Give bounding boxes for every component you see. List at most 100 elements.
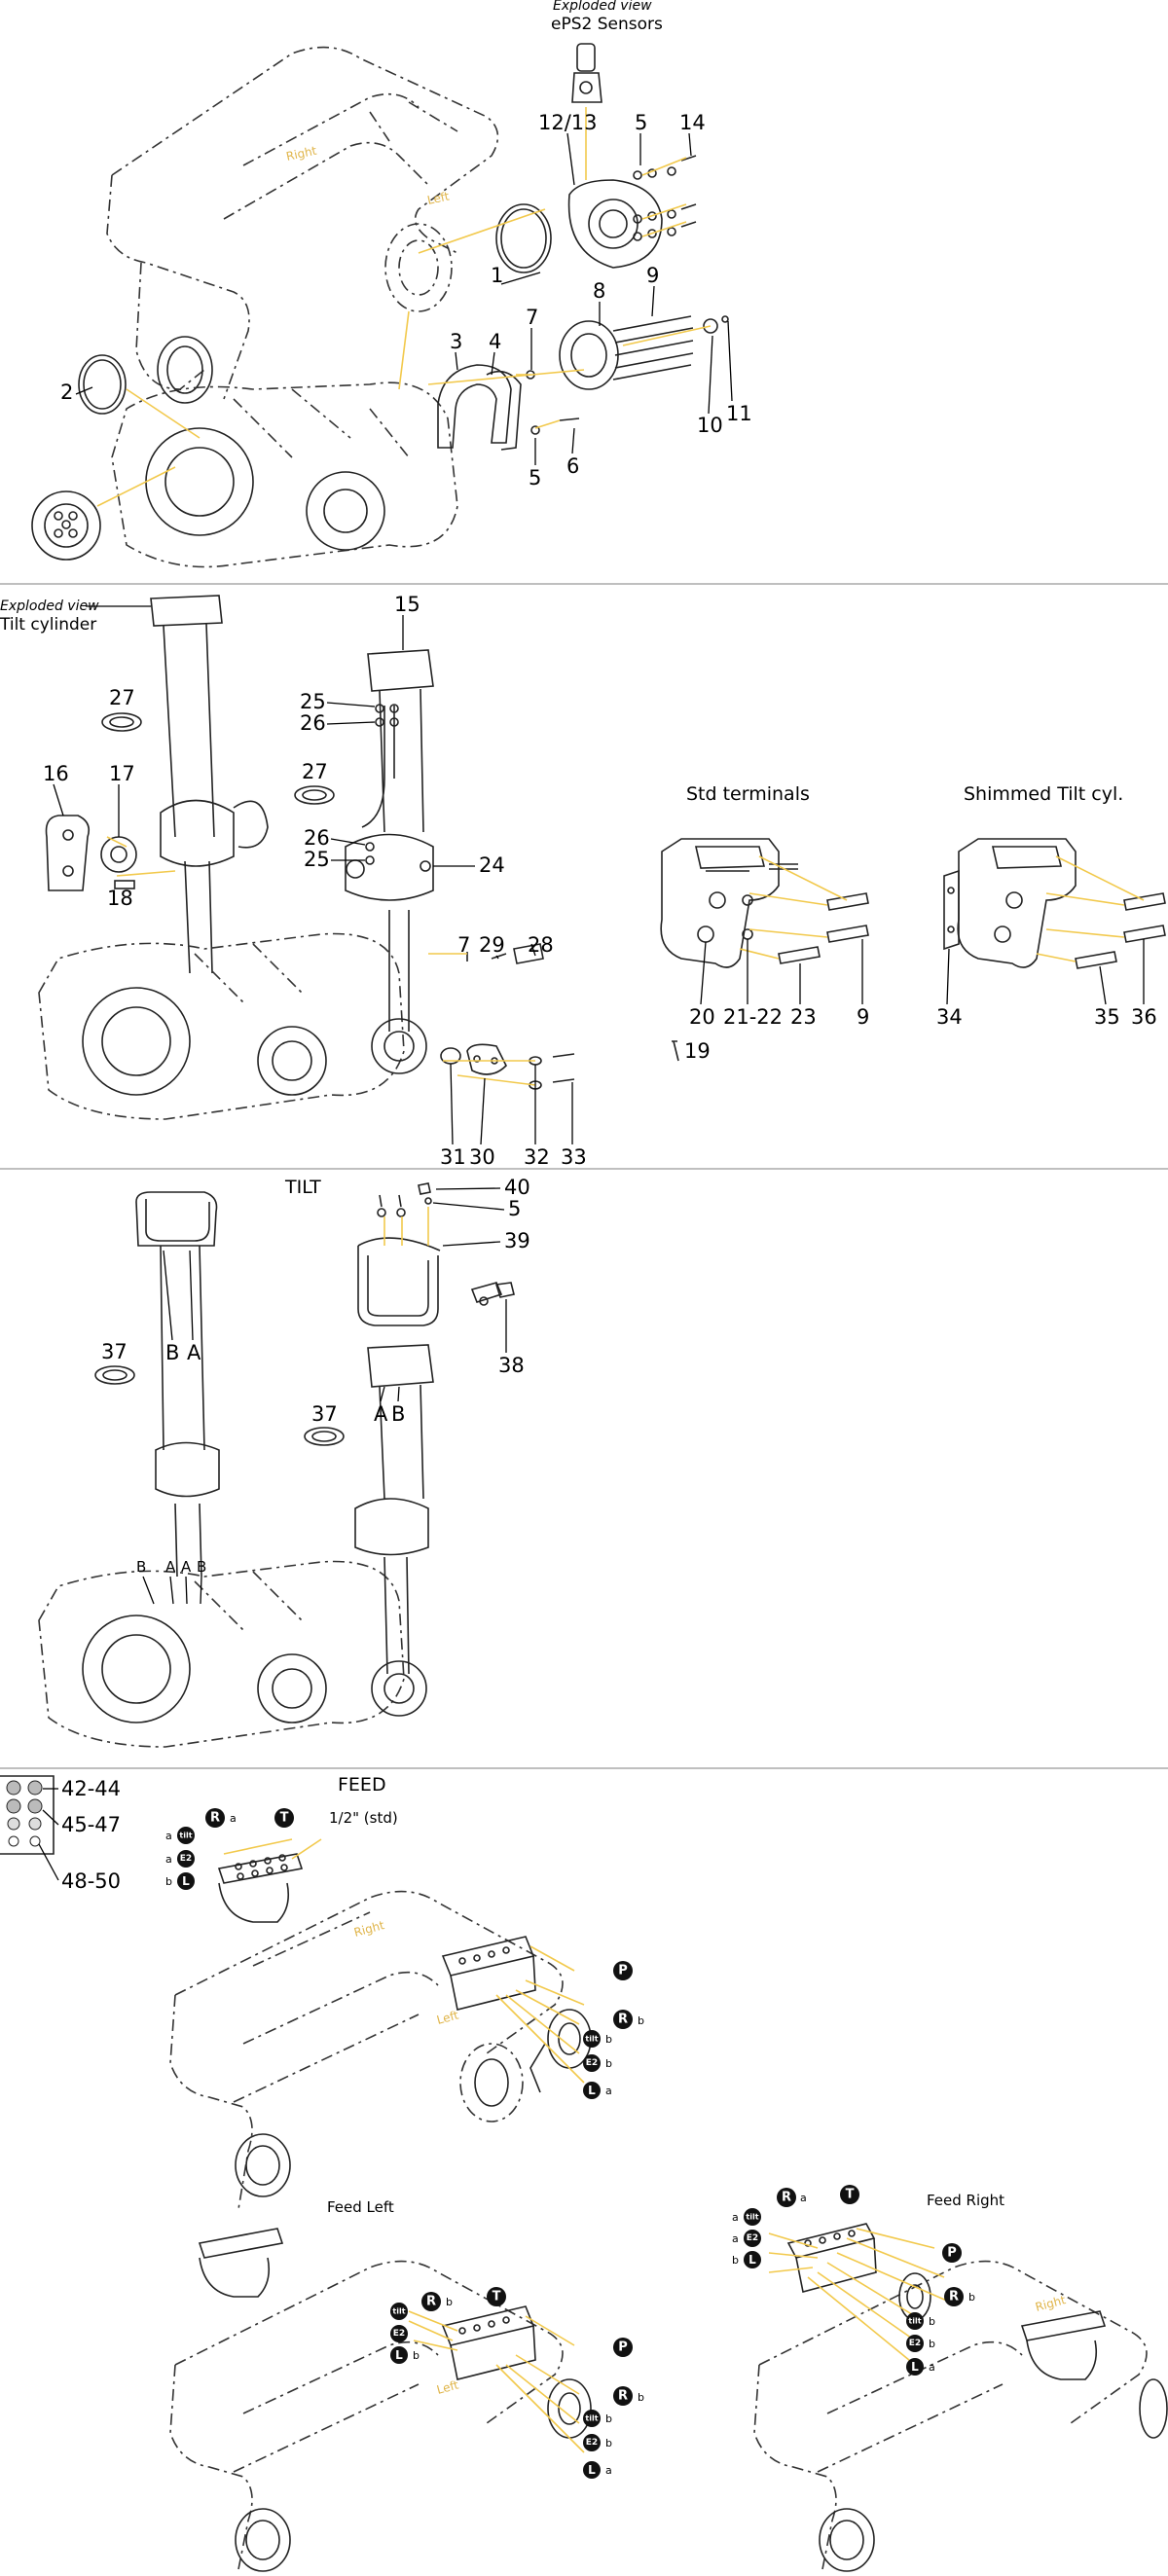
part-label: 25 (304, 848, 330, 871)
part-label: 11 (726, 402, 752, 425)
part-label: 4 (489, 330, 501, 353)
part-label: 10 (697, 414, 723, 437)
section-tilt: TILT B A B A A B (38, 1176, 530, 1748)
feed-port-markers: R a T tilt a E2 a L b P R b tilt b E2 b … (165, 1808, 644, 2099)
main-frame-drawing: Right Left (106, 46, 499, 404)
part-label: 6 (566, 454, 579, 478)
part-label: 31 (440, 1145, 466, 1169)
feed-frame-left: Left (435, 2008, 460, 2026)
part-label: 35 (1094, 1005, 1120, 1029)
port-marker-label: L (588, 2084, 596, 2097)
port-sub: a (165, 1853, 172, 1866)
part-label: 9 (646, 264, 659, 287)
part-label: 23 (790, 1005, 817, 1029)
part-label: 5 (635, 111, 647, 134)
part-label: 18 (107, 887, 133, 910)
part-label: 26 (300, 711, 326, 735)
legend-label: 45-47 (61, 1813, 121, 1836)
tilt-port-letter: A (181, 1558, 192, 1576)
part-label: 9 (857, 1005, 869, 1029)
part-label: 37 (311, 1402, 338, 1426)
sensor-assembly-drawing (78, 43, 729, 451)
feed-right-frame-label: Right (1034, 2293, 1067, 2314)
part-label: 12/13 (538, 111, 598, 134)
port-sub: b (638, 2391, 644, 2404)
feed-left-frame-label: Left (435, 2377, 460, 2396)
frame-label-right: Right (285, 144, 318, 163)
port-marker-label: tilt (585, 2414, 598, 2423)
tilt-title: TILT (284, 1177, 321, 1198)
port-sub: b (929, 2315, 935, 2328)
tilt-port-letter: B (197, 1558, 206, 1576)
part-label: 40 (504, 1176, 530, 1199)
port-marker-label: R (618, 2013, 628, 2027)
port-marker-label: L (182, 1874, 190, 1888)
port-marker-label: T (493, 2290, 501, 2304)
port-marker-label: R (618, 2389, 628, 2404)
port-marker-label: P (618, 1964, 628, 1978)
part-label: 32 (524, 1145, 550, 1169)
tilt-caption-line2: Tilt cylinder (0, 615, 96, 635)
part-label: 7 (457, 933, 470, 957)
port-marker-label: L (395, 2348, 403, 2362)
port-marker-label: E2 (909, 2339, 921, 2348)
legend-label: 42-44 (61, 1777, 121, 1800)
port-sub: a (605, 2464, 612, 2477)
port-marker-label: T (280, 1811, 289, 1826)
port-sub: b (165, 1875, 172, 1888)
part-label: 7 (526, 306, 538, 329)
port-marker-label: P (947, 2246, 957, 2261)
feed-frame-right: Right (352, 1918, 385, 1940)
section-feed: FEED 1/2" (std) 42-44 45-47 48-50 (0, 1774, 1168, 2572)
part-label: 5 (508, 1197, 521, 1220)
tilt-right-cylinder: A B (354, 1182, 515, 1717)
part-label: 14 (679, 111, 706, 134)
rotator-body-drawing-2 (38, 932, 405, 1120)
port-marker-label: L (588, 2463, 596, 2477)
feed-main-frame: Right Left (169, 1838, 592, 2210)
shimmed-title: Shimmed Tilt cyl. (964, 783, 1123, 805)
port-sub: b (446, 2296, 453, 2308)
part-label: 8 (593, 279, 605, 303)
port-marker-label: tilt (585, 2035, 598, 2044)
part-label: 20 (689, 1005, 715, 1029)
tilt-port-letter: B (391, 1402, 405, 1426)
part-label: 33 (561, 1145, 587, 1169)
part-label: 15 (394, 593, 420, 616)
port-sub: a (732, 2232, 739, 2245)
port-sub: a (800, 2192, 807, 2204)
tilt-port-letter: B (165, 1341, 179, 1364)
port-sub: a (230, 1812, 237, 1825)
tilt-left-cylinder: B A (94, 1191, 345, 1578)
connector-size-legend: 42-44 45-47 48-50 (0, 1775, 121, 1893)
feed-left-detail: Feed Left R b T tilt E2 L b P R b tilt (169, 2198, 644, 2572)
part-label: 27 (109, 686, 135, 709)
port-sub: a (929, 2361, 935, 2374)
part-label: 3 (450, 330, 462, 353)
part-label: 38 (498, 1354, 525, 1377)
tilt-port-letter: A (165, 1558, 176, 1576)
eps2-part-labels: 12/13 5 14 1 9 8 7 4 3 2 10 11 5 (60, 111, 752, 490)
part-label: 26 (304, 826, 330, 850)
port-marker-label: E2 (586, 2058, 598, 2068)
port-marker-label: T (846, 2188, 855, 2202)
part-label: 30 (469, 1145, 495, 1169)
std-terminals-title: Std terminals (686, 783, 810, 805)
part-label: 1 (491, 264, 503, 287)
port-marker-label: R (782, 2191, 791, 2205)
section-eps2-sensors: Exploded view ePS2 Sensors Right Left (31, 0, 752, 568)
right-cylinder-drawing (345, 649, 575, 1090)
port-marker-label: L (748, 2253, 756, 2267)
tilt-part-labels-3: 40 5 39 38 37 37 (101, 1176, 530, 1426)
std-terminals-detail: Std terminals 20 21-22 23 9 19 (660, 783, 869, 1063)
port-marker-label: tilt (746, 2213, 758, 2222)
port-sub: a (165, 1830, 172, 1842)
feed-left-title: Feed Left (327, 2198, 394, 2216)
port-sub: b (638, 2014, 644, 2027)
tilt-port-letter: A (187, 1341, 201, 1364)
port-sub: b (413, 2349, 420, 2362)
port-sub: b (605, 2437, 612, 2449)
part-label: 36 (1131, 1005, 1157, 1029)
port-sub: a (732, 2211, 739, 2224)
